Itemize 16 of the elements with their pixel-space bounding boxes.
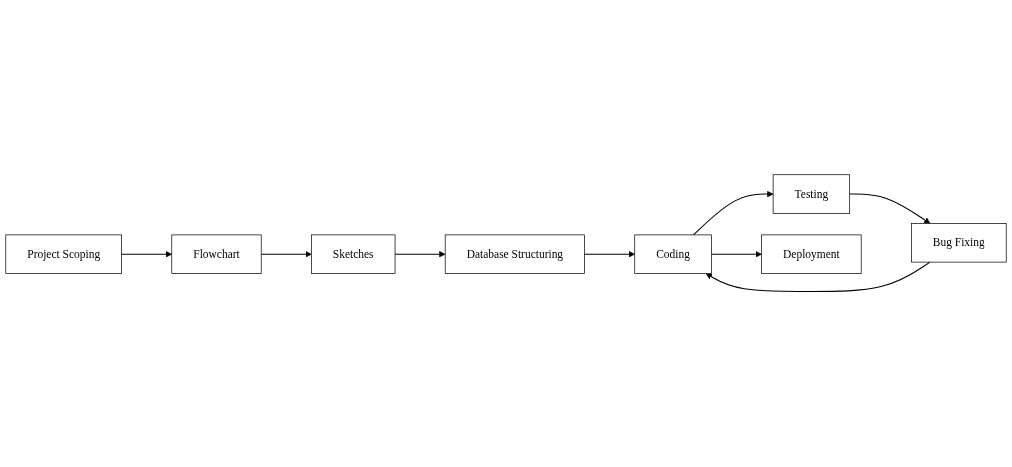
arrow [584, 251, 635, 258]
node-box: Project Scoping [5, 234, 122, 275]
node-box: Testing [772, 174, 851, 215]
node-box: Deployment [761, 234, 862, 275]
arrow [121, 251, 173, 258]
arrow [260, 251, 312, 258]
node-box: Sketches [311, 234, 396, 275]
node-box: Database Structuring [444, 234, 585, 275]
arrow [692, 191, 774, 236]
arrow [705, 261, 931, 293]
node-box: Flowchart [171, 234, 262, 275]
arrow [394, 251, 446, 258]
node-box: Coding [634, 234, 712, 275]
arrow [849, 193, 931, 225]
node-box: Bug Fixing [911, 223, 1007, 263]
arrow [710, 251, 762, 258]
